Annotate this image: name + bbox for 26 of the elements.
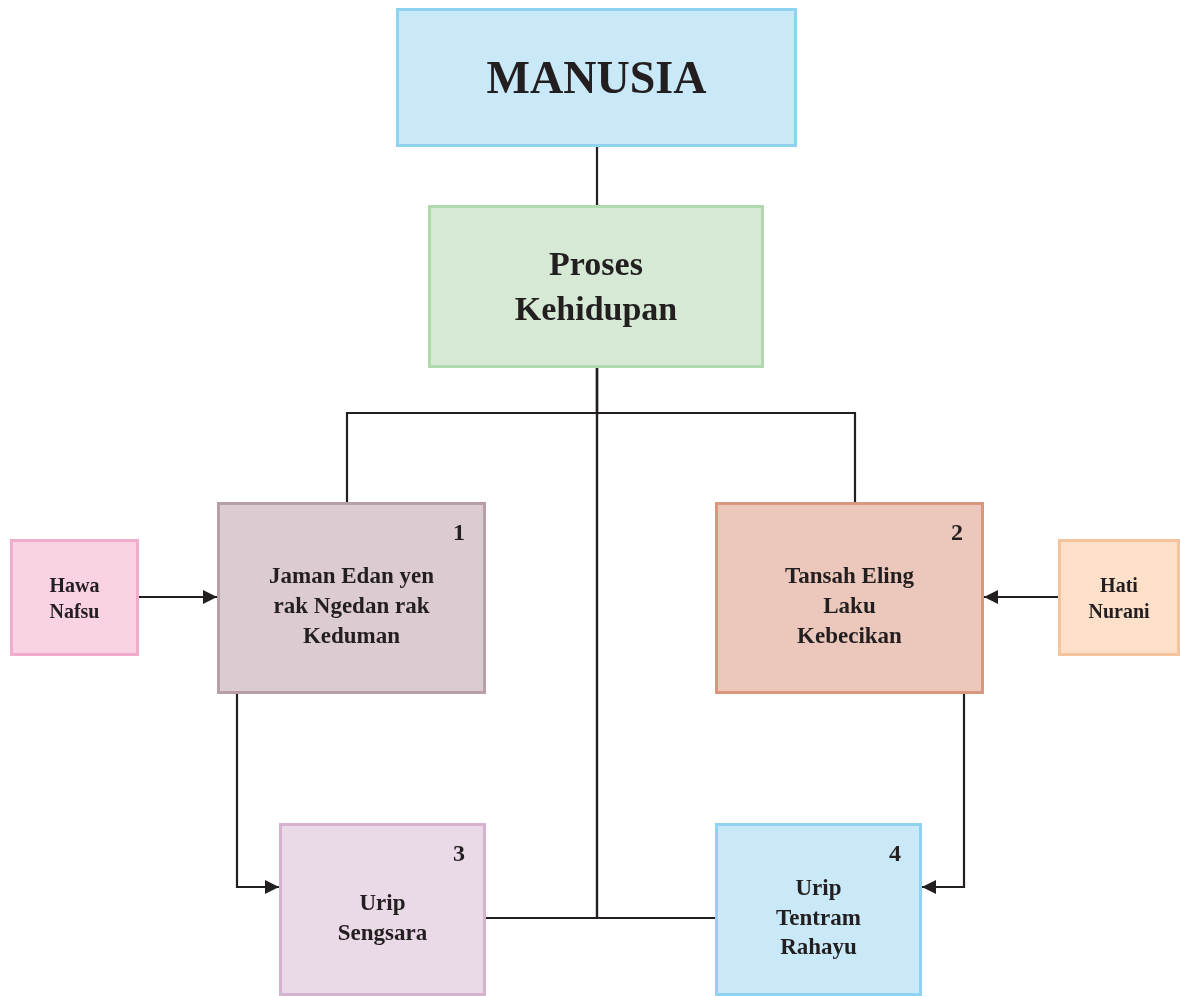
box-text: Proses Kehidupan xyxy=(513,244,679,329)
arrow xyxy=(984,590,1058,604)
box-text: Urip Sengsara xyxy=(336,888,429,947)
box-number: 3 xyxy=(453,840,465,867)
side-box xyxy=(1058,539,1180,656)
box-text: Hawa Nafsu xyxy=(48,572,101,624)
connector-line xyxy=(595,147,599,205)
box-text: Hati Nurani xyxy=(1087,572,1151,624)
arrow xyxy=(235,694,279,894)
arrow xyxy=(922,694,966,894)
concept-box xyxy=(428,205,764,368)
box-number: 1 xyxy=(453,519,465,546)
box-text: Jaman Edan yen rak Ngedan rak Keduman xyxy=(268,562,435,650)
numbered-box xyxy=(279,823,486,996)
numbered-box xyxy=(715,823,922,996)
connector-line xyxy=(595,368,715,920)
box-text: MANUSIA xyxy=(486,50,707,105)
box-text: Urip Tentram Rahayu xyxy=(775,873,862,962)
side-box xyxy=(10,539,139,656)
numbered-box xyxy=(217,502,486,694)
box-number: 2 xyxy=(951,519,963,546)
box-number: 4 xyxy=(889,840,901,867)
numbered-box xyxy=(715,502,984,694)
concept-box xyxy=(396,8,797,147)
arrow xyxy=(139,590,217,604)
box-text: Tansah Eling Laku Kebecikan xyxy=(784,562,915,650)
